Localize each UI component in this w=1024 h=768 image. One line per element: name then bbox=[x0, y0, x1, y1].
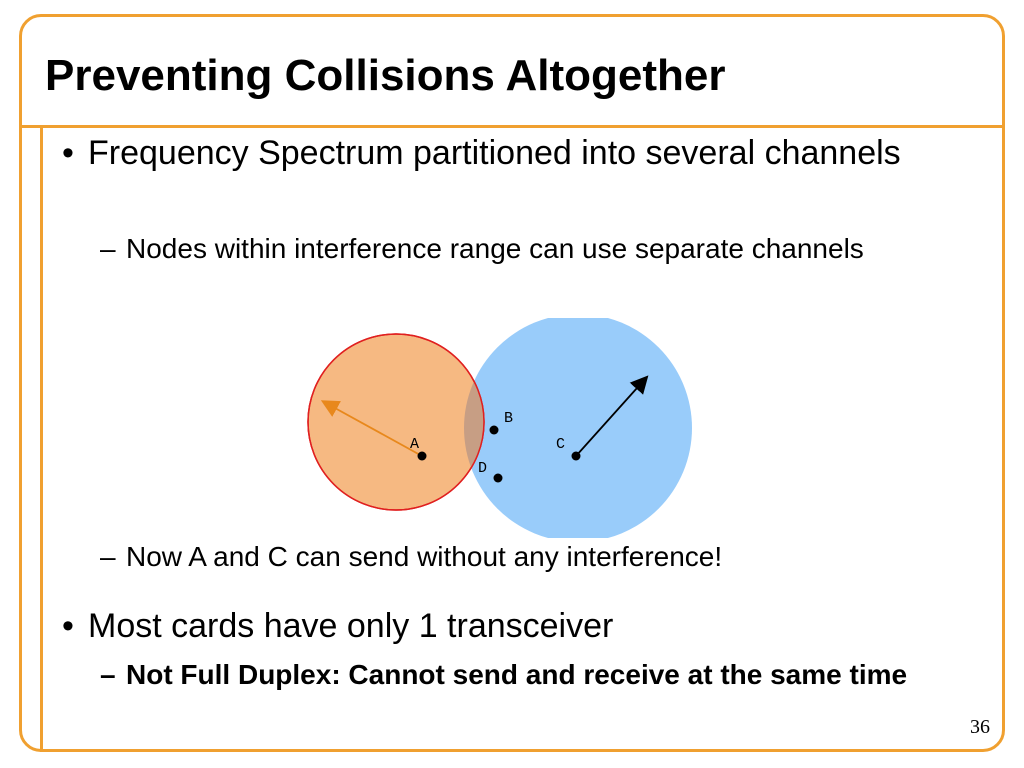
bullet-text: Frequency Spectrum partitioned into seve… bbox=[88, 134, 901, 172]
node-a-dot bbox=[417, 451, 427, 461]
sub-bullet-mark: – bbox=[100, 233, 116, 264]
bullet-mark: • bbox=[62, 134, 74, 172]
node-c-label: C bbox=[556, 436, 565, 453]
sub-bullet-mark: – bbox=[100, 659, 116, 690]
interference-diagram: A B C D bbox=[307, 318, 692, 538]
arrow-c-range bbox=[575, 375, 649, 457]
bullet-transceiver: • Most cards have only 1 transceiver bbox=[62, 606, 932, 646]
bullet-mark: • bbox=[62, 607, 74, 645]
title-divider bbox=[19, 125, 1005, 128]
node-d-label: D bbox=[478, 460, 487, 477]
node-d-dot bbox=[493, 473, 503, 483]
left-divider bbox=[40, 125, 43, 752]
circle-a-outline bbox=[307, 333, 485, 511]
sub-bullet-separate-channels: – Nodes within interference range can us… bbox=[100, 230, 920, 268]
sub-bullet-text: Not Full Duplex: Cannot send and receive… bbox=[126, 659, 908, 690]
sub-bullet-text: Now A and C can send without any interfe… bbox=[126, 541, 723, 572]
node-b-dot bbox=[489, 425, 499, 435]
node-c-dot bbox=[571, 451, 581, 461]
slide-title: Preventing Collisions Altogether bbox=[45, 51, 726, 100]
sub-bullet-full-duplex: – Not Full Duplex: Cannot send and recei… bbox=[100, 656, 920, 694]
circle-c-range bbox=[464, 318, 692, 538]
node-a-label: A bbox=[410, 436, 419, 453]
sub-bullet-mark: – bbox=[100, 541, 116, 572]
slide-frame bbox=[19, 14, 1005, 752]
circle-a-range bbox=[307, 333, 485, 511]
arrow-a-range bbox=[320, 400, 423, 457]
sub-bullet-text: Nodes within interference range can use … bbox=[126, 233, 864, 264]
bullet-text: Most cards have only 1 transceiver bbox=[88, 607, 614, 645]
page-number: 36 bbox=[970, 716, 990, 738]
bullet-frequency-spectrum: • Frequency Spectrum partitioned into se… bbox=[62, 133, 932, 173]
sub-bullet-no-interference: – Now A and C can send without any inter… bbox=[100, 538, 920, 576]
node-b-label: B bbox=[504, 410, 513, 427]
